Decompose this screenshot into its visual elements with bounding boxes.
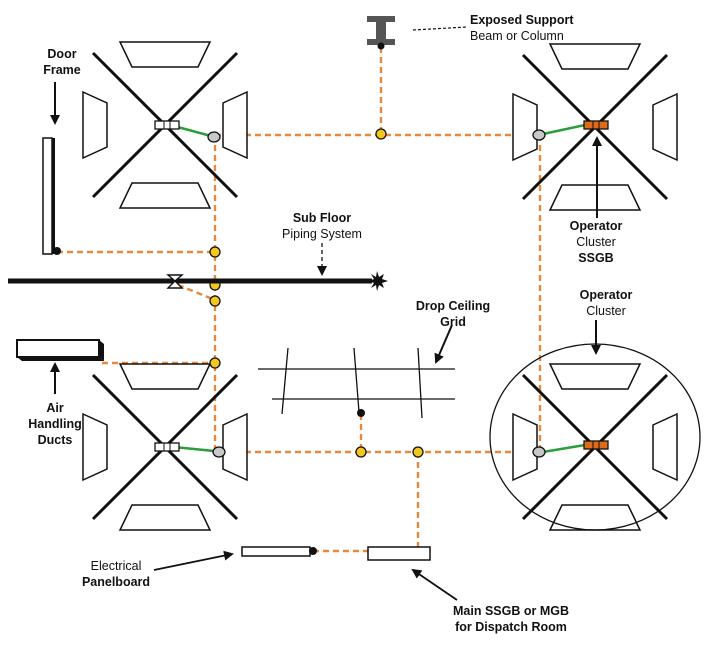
main-ssgb: [367, 546, 431, 561]
air-duct: [16, 339, 104, 361]
label-drop-ceiling: Drop Ceiling Grid: [415, 299, 491, 329]
label-operator-cluster-ssgb: Operator Cluster SSGB: [569, 219, 623, 265]
ssgb-bar-top: [583, 120, 609, 130]
pipe-end-star: [369, 271, 388, 291]
ground-wires: [57, 47, 542, 553]
valve-icon: [166, 274, 184, 289]
label-main-ssgb: Main SSGB or MGB for Dispatch Room: [453, 604, 569, 634]
beam-icon: [367, 16, 395, 45]
ssgb-bar-bottom: [583, 440, 609, 450]
label-subfloor: Sub Floor Piping System: [282, 211, 362, 241]
label-exposed-beam: Exposed Support Beam or Column: [470, 13, 574, 43]
cluster-bus-bars: [154, 120, 609, 452]
bonding-straps: [173, 123, 586, 454]
door-frame: [42, 137, 53, 255]
bond-dots: [209, 128, 424, 458]
electrical-panelboard: [241, 546, 311, 557]
label-electrical-panel: Electrical Panelboard: [81, 559, 151, 589]
label-air-handling: Air Handling Ducts: [28, 401, 82, 447]
drop-ceiling-grid: [258, 347, 455, 419]
beam-leader: [412, 26, 468, 31]
label-door-frame: Door Frame: [43, 47, 81, 77]
label-operator-cluster: Operator Cluster: [579, 288, 633, 318]
gray-clamps: [207, 129, 546, 458]
